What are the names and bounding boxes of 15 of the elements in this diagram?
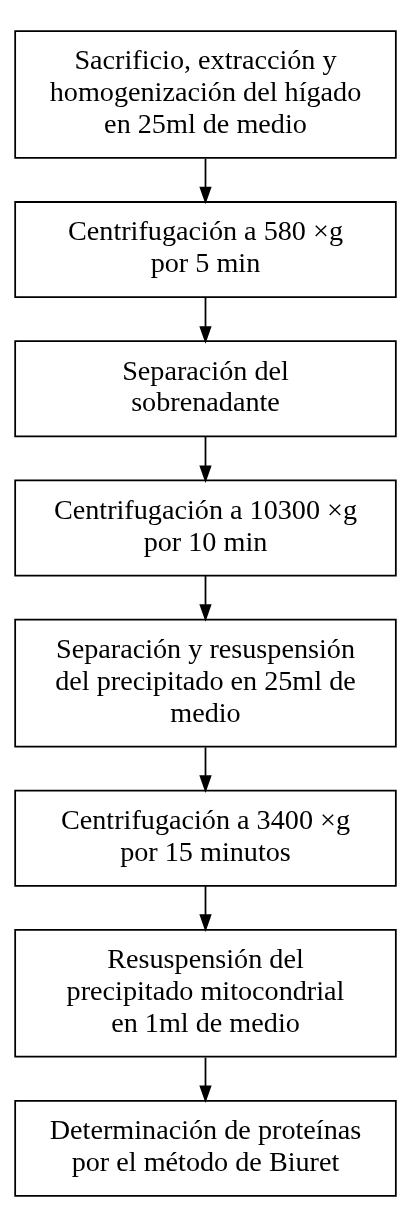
arrow <box>199 296 212 344</box>
arrow <box>199 157 212 205</box>
node-box: Separación del sobrenadante <box>14 340 397 438</box>
arrow <box>199 885 212 932</box>
node-box: Sacrificio, extracción y homogenización del hígado en 25ml de medio <box>14 30 397 159</box>
arrow <box>199 575 212 622</box>
node-box: Resuspensión del precipitado mitocondrial en 1ml de medio <box>14 928 397 1058</box>
arrow <box>199 746 212 793</box>
node-box: Centrifugación a 580 ×g por 5 min <box>14 201 397 299</box>
arrow <box>199 435 212 484</box>
node-box: Centrifugación a 3400 ×g por 15 minutos <box>14 789 397 887</box>
node-box: Centrifugación a 10300 ×g por 10 min <box>14 479 397 577</box>
node-box: Determinación de proteínas por el método de Biuret <box>14 1099 397 1197</box>
arrow <box>199 1056 212 1104</box>
node-box: Separación y resuspensión del precipitado en 25ml de medio <box>14 618 397 748</box>
